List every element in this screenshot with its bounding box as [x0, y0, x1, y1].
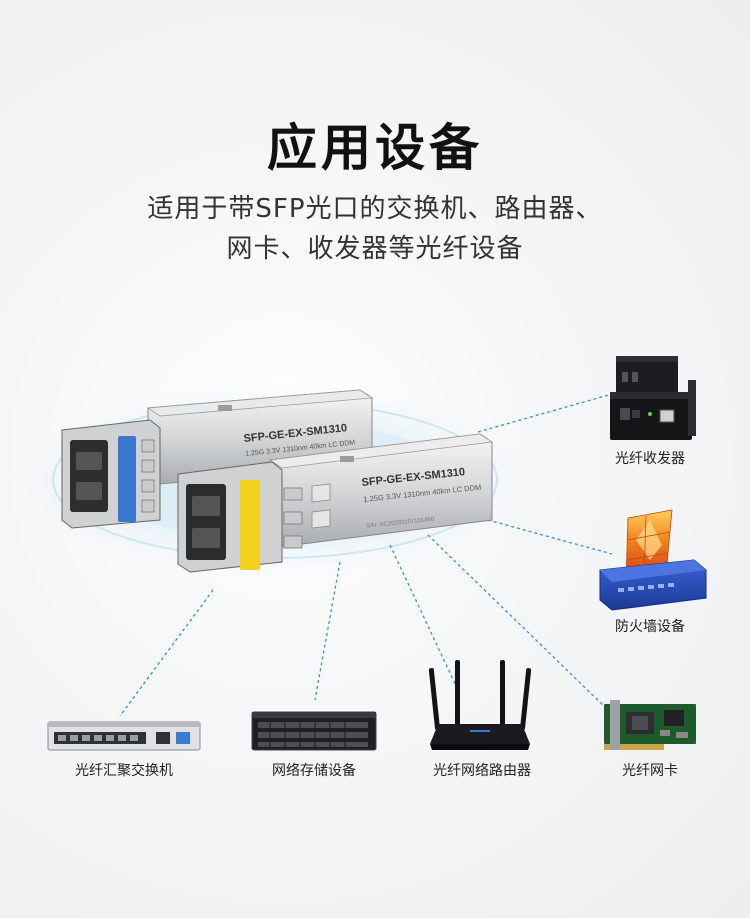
device-label-text: 光纤收发器 [615, 451, 685, 467]
line-to-router [389, 544, 459, 691]
label-nic: 光纤网卡 [580, 760, 720, 780]
aggregation-switch-device [47, 721, 201, 751]
page-title: 应用设备 [267, 119, 483, 177]
label-network-storage: 网络存储设备 [244, 760, 384, 780]
firewall-device [599, 509, 707, 611]
device-label-text: 网络存储设备 [272, 763, 356, 779]
device-label-text: 光纤网卡 [622, 763, 678, 779]
line-to-firewall [487, 519, 613, 555]
line-to-nic [427, 534, 611, 713]
label-media-converter: 光纤收发器 [580, 448, 720, 468]
subtitle-line-2: 网卡、收发器等光纤设备 [226, 234, 524, 264]
latch-front-yellow [240, 480, 260, 570]
sfp-module-front: SFP-GE-EX-SM1310 1.25G 3.3V 1310nm 40km … [177, 433, 494, 573]
connection-lines [119, 393, 613, 717]
line-to-media-converter [477, 393, 613, 433]
device-label-text: 防火墙设备 [615, 619, 685, 635]
latch-back-blue [118, 436, 136, 522]
sfp-module-back: SFP-GE-EX-SM1310 1.25G 3.3V 1310nm 40km … [61, 389, 374, 529]
line-to-switch [119, 589, 214, 717]
device-label-text: 光纤网络路由器 [433, 763, 531, 779]
router-device [428, 660, 532, 750]
line-to-storage [314, 561, 341, 701]
label-firewall: 防火墙设备 [580, 616, 720, 636]
subtitle-line-1: 适用于带SFP光口的交换机、路由器、 [147, 194, 603, 224]
label-router: 光纤网络路由器 [412, 760, 552, 780]
media-converter-device [610, 356, 696, 440]
label-aggregation-switch: 光纤汇聚交换机 [54, 760, 194, 780]
nic-device [604, 700, 696, 750]
network-storage-device [251, 711, 377, 751]
device-label-text: 光纤汇聚交换机 [75, 763, 173, 779]
